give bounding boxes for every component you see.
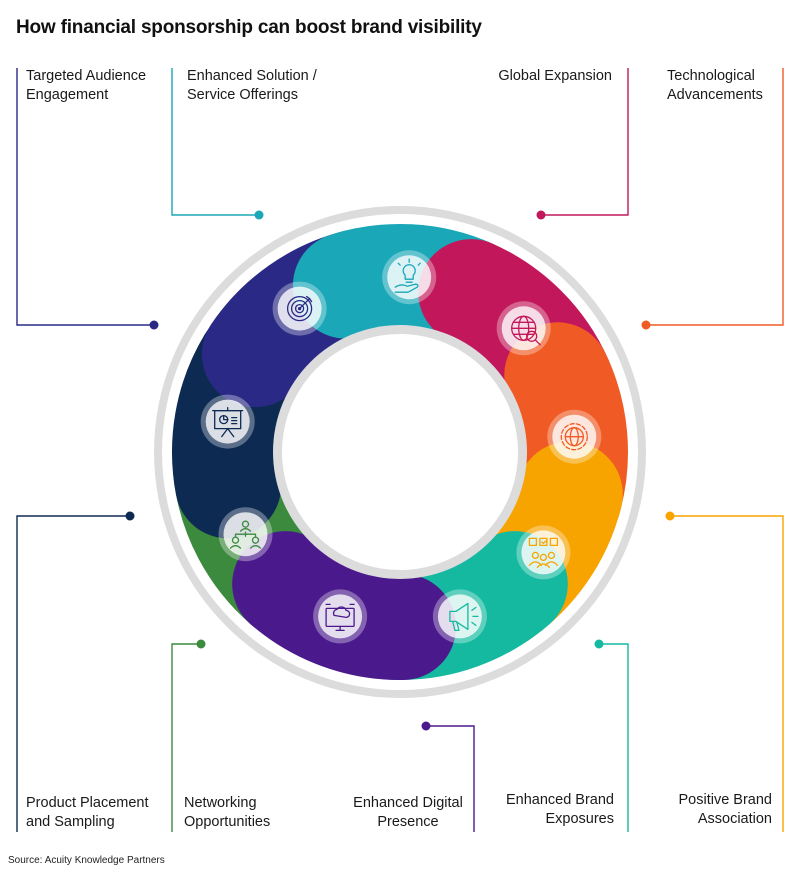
label-global: Global Expansion [498, 68, 612, 84]
connector-enhanced-solution [171, 68, 259, 216]
presentation-board-icon [200, 394, 255, 449]
lightbulb-hand-icon [382, 250, 437, 305]
connector-digital [426, 725, 475, 832]
connector-exposures [599, 643, 629, 832]
gear-globe-icon [547, 409, 602, 464]
cloud-monitor-icon [313, 589, 368, 644]
connector-networking [171, 643, 201, 832]
connector-global [541, 68, 629, 216]
globe-search-icon [496, 301, 551, 356]
label-enhanced-solution: Enhanced Solution /Service Offerings [187, 68, 317, 103]
network-people-icon [218, 507, 273, 562]
connector-technological [646, 68, 784, 326]
connector-targeted [16, 68, 154, 326]
center-hole [282, 334, 518, 570]
connector-product [16, 515, 130, 832]
connector-positive [670, 515, 784, 832]
team-check-icon [516, 525, 571, 580]
page-title: How financial sponsorship can boost bran… [16, 17, 482, 38]
target-icon [272, 281, 327, 336]
megaphone-icon [432, 589, 487, 644]
source-note: Source: Acuity Knowledge Partners [8, 855, 165, 866]
